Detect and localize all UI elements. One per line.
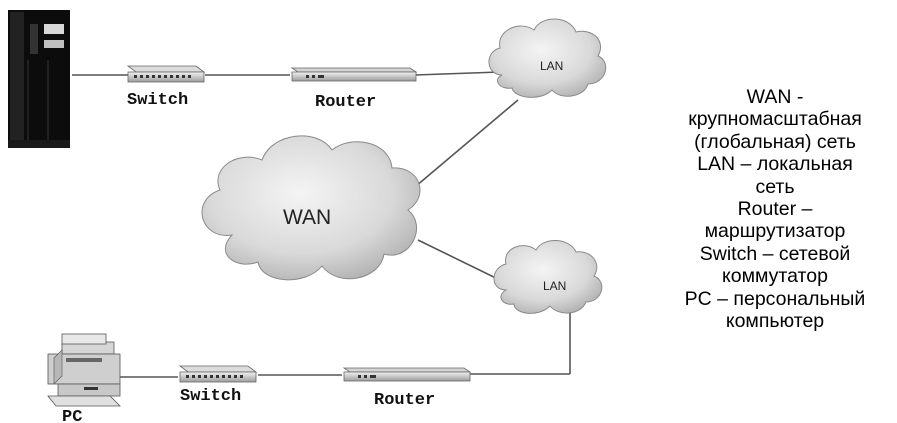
legend-line: (глобальная) сеть	[694, 130, 856, 153]
legend-line: LAN – локальная	[697, 153, 853, 176]
legend-line: Switch – сетевой	[699, 242, 851, 265]
wan-cloud: WAN	[201, 135, 421, 281]
switch-icon-bottom	[178, 365, 258, 383]
legend-line: PC – персональный	[684, 287, 866, 310]
legend-line: крупномасштабная	[688, 108, 862, 131]
legend: WAN - крупномасштабная (глобальная) сеть…	[655, 86, 895, 332]
switch-top-label: Switch	[127, 91, 188, 110]
legend-line: коммутатор	[722, 265, 828, 288]
link-router-lan-top	[414, 71, 501, 76]
pc-icon	[47, 333, 121, 407]
legend-line: компьютер	[725, 310, 825, 333]
legend-line: сеть	[755, 175, 795, 198]
legend-line: Router –	[737, 198, 813, 221]
server-icon	[8, 10, 70, 148]
router-icon-top	[290, 67, 418, 82]
link-wan-lan-bottom	[417, 239, 507, 284]
lan-cloud-top: LAN	[488, 18, 607, 98]
router-icon-bottom	[342, 367, 472, 382]
lan-top-label: LAN	[540, 59, 563, 73]
wan-label: WAN	[283, 206, 331, 229]
router-top-label: Router	[315, 93, 376, 112]
legend-line: маршрутизатор	[704, 220, 846, 243]
pc-label: PC	[62, 408, 82, 423]
legend-line: WAN -	[746, 86, 804, 108]
switch-icon-top	[126, 65, 206, 83]
lan-bottom-label: LAN	[543, 279, 566, 293]
router-bottom-label: Router	[374, 391, 435, 410]
lan-cloud-bottom: LAN	[493, 240, 603, 314]
switch-bottom-label: Switch	[180, 387, 241, 406]
